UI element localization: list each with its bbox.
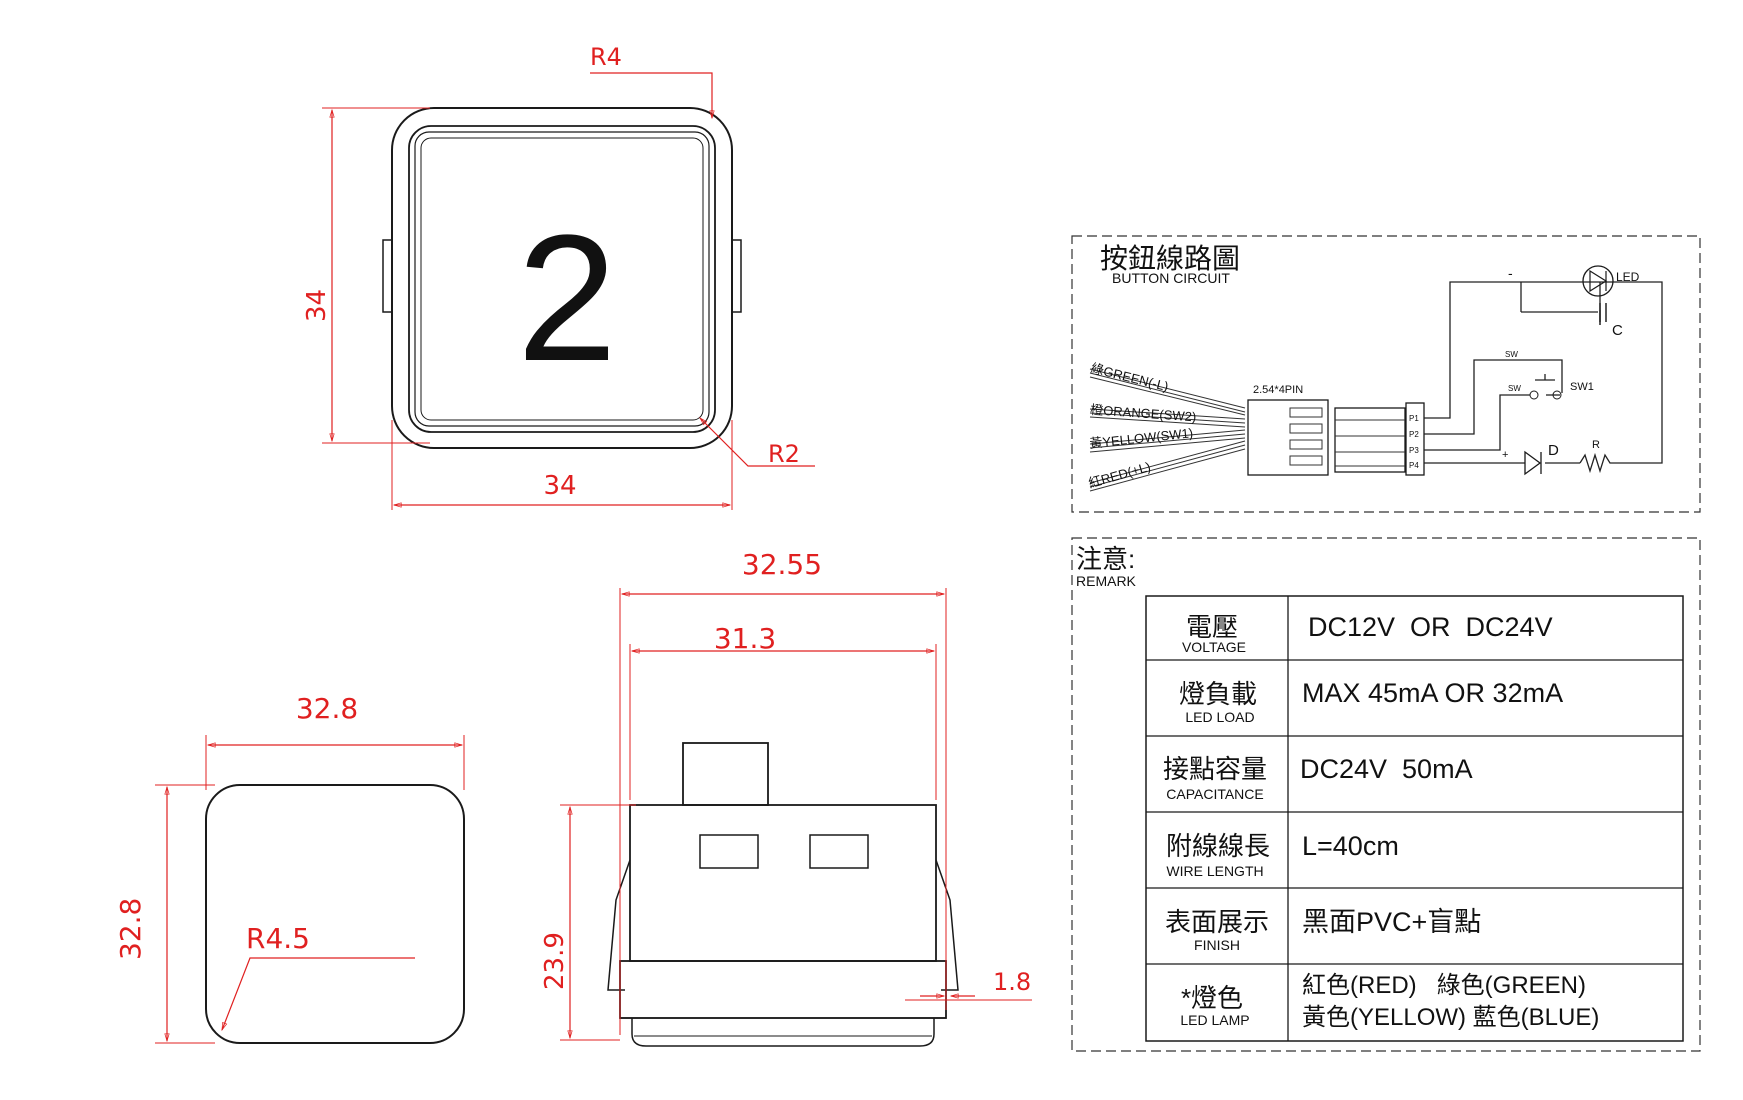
svg-text:電壓: 電壓 bbox=[1186, 612, 1238, 642]
table-row: 附線線長 WIRE LENGTH L=40cm bbox=[1166, 831, 1399, 879]
side-tab-left bbox=[382, 239, 393, 313]
circuit-title-cn: 按鈕線路圖 bbox=[1100, 243, 1240, 274]
resistor-label: R bbox=[1592, 439, 1600, 451]
svg-text:表面展示: 表面展示 bbox=[1165, 907, 1269, 937]
label-23-9: 23.9 bbox=[540, 932, 570, 990]
wire-orange-label: 橙ORANGE(SW2) bbox=[1090, 402, 1197, 424]
top-view: 2 R4 34 34 R2 bbox=[302, 43, 815, 510]
remark-title-cn: 注意: bbox=[1076, 544, 1135, 574]
remark-frame bbox=[1071, 537, 1701, 1052]
diode-symbol bbox=[1524, 450, 1542, 476]
remark-title-en: REMARK bbox=[1076, 573, 1137, 589]
button-number: 2 bbox=[517, 198, 617, 399]
svg-text:VOLTAGE: VOLTAGE bbox=[1182, 639, 1246, 655]
svg-text:*燈色: *燈色 bbox=[1181, 983, 1243, 1013]
bottom-left-view: 32.8 32.8 R4.5 bbox=[114, 692, 465, 1044]
svg-text:WIRE LENGTH: WIRE LENGTH bbox=[1166, 863, 1263, 879]
svg-text:LED LOAD: LED LOAD bbox=[1185, 709, 1254, 725]
wire-bundle bbox=[1089, 368, 1246, 492]
led-label: LED bbox=[1616, 270, 1640, 284]
r2-leader bbox=[699, 417, 815, 467]
body-outline bbox=[629, 804, 937, 962]
table-row: 表面展示 FINISH 黑面PVC+盲點 bbox=[1165, 907, 1481, 953]
label-r4: R4 bbox=[590, 43, 622, 71]
label-width-34: 34 bbox=[543, 471, 576, 501]
svg-text:黃色(YELLOW) 藍色(BLUE): 黃色(YELLOW) 藍色(BLUE) bbox=[1302, 1004, 1599, 1031]
svg-text:附線線長: 附線線長 bbox=[1166, 831, 1270, 861]
connector-male bbox=[1334, 407, 1406, 473]
circuit-frame bbox=[1071, 235, 1701, 513]
svg-text:CAPACITANCE: CAPACITANCE bbox=[1166, 786, 1264, 802]
capacitor-label: C bbox=[1612, 322, 1623, 339]
label-1-8: 1.8 bbox=[993, 968, 1031, 996]
connector-housing bbox=[682, 742, 769, 806]
svg-text:黑面PVC+盲點: 黑面PVC+盲點 bbox=[1302, 907, 1481, 937]
pin-p2: P2 bbox=[1409, 430, 1419, 439]
sw1-label: SW1 bbox=[1570, 381, 1594, 393]
svg-text:DC24V 50mA: DC24V 50mA bbox=[1300, 754, 1473, 784]
table-row: *燈色 LED LAMP 紅色(RED) 綠色(GREEN) 黃色(YELLOW… bbox=[1180, 972, 1599, 1031]
label-width-32-8: 32.8 bbox=[296, 692, 358, 725]
label-32-55: 32.55 bbox=[742, 548, 822, 581]
side-view: 32.55 31.3 23.9 1.8 bbox=[540, 548, 1032, 1047]
clip-right bbox=[935, 859, 959, 991]
side-tab-right bbox=[731, 239, 742, 313]
svg-text:FINISH: FINISH bbox=[1194, 937, 1240, 953]
svg-text:接點容量: 接點容量 bbox=[1163, 754, 1267, 784]
table-row: 燈負載 LED LOAD MAX 45mA OR 32mA bbox=[1179, 678, 1563, 725]
circuit-panel: 按鈕線路圖 BUTTON CIRCUIT 綠GREEN(-L) 橙ORANGE(… bbox=[1071, 235, 1701, 513]
led-symbol bbox=[1582, 265, 1614, 297]
switch-contact-b bbox=[1552, 390, 1562, 400]
button-face-outline bbox=[414, 131, 710, 427]
button-face-inner bbox=[420, 137, 704, 421]
wire-green-label: 綠GREEN(-L) bbox=[1089, 360, 1170, 394]
r4-leader bbox=[590, 72, 715, 120]
svg-text:DC12V OR DC24V: DC12V OR DC24V bbox=[1308, 612, 1553, 642]
pin-p1: P1 bbox=[1409, 414, 1419, 423]
clip-left bbox=[607, 859, 631, 991]
connector-label: 2.54*4PIN bbox=[1253, 384, 1303, 396]
pin-p3: P3 bbox=[1409, 446, 1419, 455]
sw-mid-label: SW bbox=[1508, 384, 1521, 393]
circuit-wiring bbox=[1424, 281, 1663, 474]
table-row: 電壓 VOLTAGE DC12V OR DC24V bbox=[1182, 612, 1553, 655]
diode-label: D bbox=[1548, 442, 1559, 459]
label-r2: R2 bbox=[768, 440, 800, 468]
led-diode bbox=[1589, 269, 1608, 293]
remark-table bbox=[1145, 595, 1684, 1042]
body-window-right bbox=[809, 834, 869, 869]
table-row: 接點容量 CAPACITANCE DC24V 50mA bbox=[1163, 754, 1473, 802]
plus-label: + bbox=[1502, 449, 1508, 461]
connector-female bbox=[1247, 399, 1329, 476]
pin-header bbox=[1405, 402, 1425, 476]
r45-leader bbox=[221, 957, 415, 1032]
label-r4-5: R4.5 bbox=[246, 922, 310, 955]
svg-text:L=40cm: L=40cm bbox=[1302, 831, 1399, 861]
remark-panel: 注意: REMARK 電壓 VOLTAGE DC12V OR DC24V 燈負載… bbox=[1071, 537, 1701, 1052]
svg-text:LED LAMP: LED LAMP bbox=[1180, 1012, 1249, 1028]
label-height-32-8: 32.8 bbox=[114, 898, 147, 960]
svg-text:燈負載: 燈負載 bbox=[1179, 679, 1257, 709]
flange bbox=[619, 960, 947, 1019]
body-window-left bbox=[699, 834, 759, 869]
pin-p4: P4 bbox=[1409, 461, 1419, 470]
svg-text:MAX 45mA OR 32mA: MAX 45mA OR 32mA bbox=[1302, 678, 1563, 708]
panel-outline bbox=[205, 784, 465, 1044]
face-cap bbox=[631, 1018, 935, 1047]
male-lines bbox=[1335, 419, 1405, 467]
label-height-34: 34 bbox=[302, 289, 332, 322]
button-bezel-outline bbox=[408, 125, 716, 433]
minus-label: - bbox=[1508, 265, 1513, 281]
sw-top-label: SW bbox=[1505, 350, 1518, 359]
svg-text:紅色(RED) 綠色(GREEN): 紅色(RED) 綠色(GREEN) bbox=[1302, 972, 1586, 999]
switch-contact-a bbox=[1529, 390, 1539, 400]
wire-red-label: 紅RED(+L) bbox=[1087, 459, 1153, 491]
connector-slots bbox=[1289, 407, 1323, 466]
circuit-title-en: BUTTON CIRCUIT bbox=[1112, 270, 1230, 286]
label-31-3: 31.3 bbox=[714, 622, 776, 655]
